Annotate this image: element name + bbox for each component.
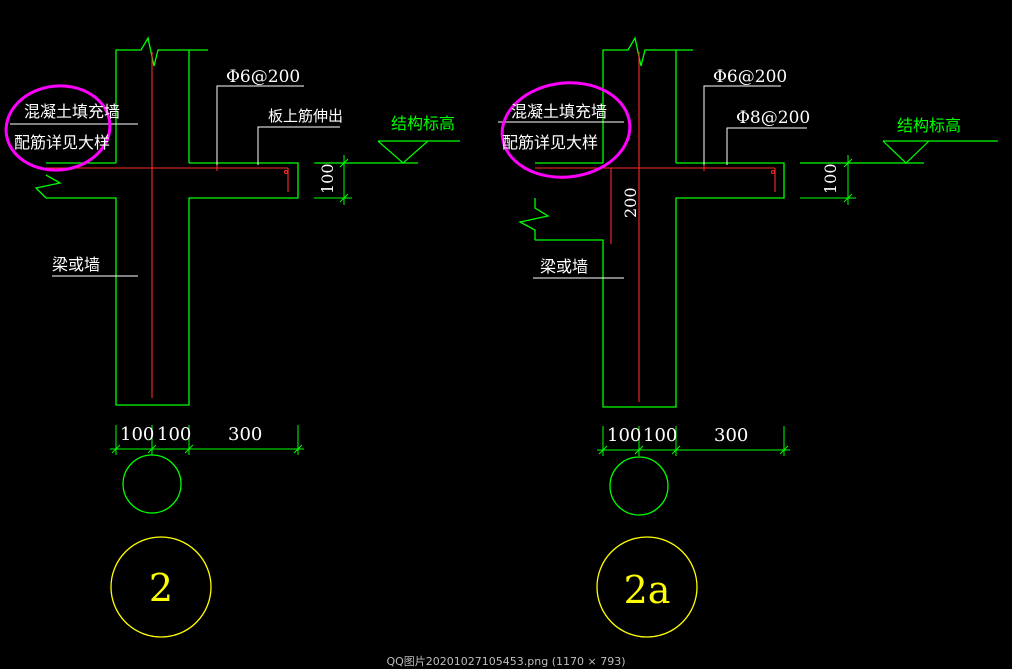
slab-thickness-label: 100 [821,163,840,194]
upper-wall-break [602,36,693,163]
dim-tick-top [843,158,853,168]
detail-2a-dim-labels: 100 100 300 [607,425,748,446]
detail-2-rebar [40,52,289,398]
dim-label-2: 100 [643,425,677,446]
beam-wall-label: 梁或墙 [540,257,588,276]
rebar-top-label: Φ6@200 [713,67,787,87]
rebar-top-label: Φ6@200 [226,67,300,87]
detail-2a-rebar [535,52,776,402]
detail-2a-text: 混凝土填充墙 配筋详见大样 Φ6@200 Φ8@200 梁或墙 [502,67,810,276]
rebar-second-leader [726,127,807,165]
axis-circle [122,454,182,514]
left-break-mark [34,174,62,199]
slab-and-lower-wall [535,162,785,408]
slab-and-lower-wall [46,162,299,406]
detail-2: 混凝土填充墙 配筋详见大样 Φ6@200 板上筋伸出 梁或墙 结构标高 100 … [4,36,460,638]
callout-label: 2a [624,568,671,612]
dim-tick-4 [779,445,789,455]
dim-label-2: 100 [157,424,191,445]
dim-tick-3 [671,445,681,455]
detail-2-leaders [10,85,340,277]
elevation-label: 结构标高 [897,116,961,135]
dim-tick-bottom [339,193,349,203]
beam-wall-label: 梁或墙 [52,255,100,274]
detail-2-dim-labels: 100 100 300 [120,424,262,445]
detail-2-bottom-dim [110,425,304,455]
detail-2-outline [34,36,299,406]
rebar-second-label: Φ8@200 [736,108,810,128]
detail-2a-leaders [498,85,807,279]
callout-circle [110,536,212,638]
detail-2a-outline [518,36,785,408]
markup-ellipse [500,81,632,179]
dim-label-1: 100 [607,425,641,446]
markup-ellipse [4,84,112,172]
callout-circle [596,536,698,638]
rebar-dot [283,169,289,175]
slab-rebar-note: 板上筋伸出 [268,107,343,125]
dim-tick-2 [634,445,644,455]
dim-tick-top [339,158,349,168]
callout-label: 2 [149,566,173,610]
detail-2-text: 混凝土填充墙 配筋详见大样 Φ6@200 板上筋伸出 梁或墙 [14,67,343,274]
axis-circle [609,456,669,516]
detail-2a: 混凝土填充墙 配筋详见大样 Φ6@200 Φ8@200 梁或墙 结构标高 100… [498,36,998,638]
slab-note-leader [257,126,340,165]
fill-wall-note-line2: 配筋详见大样 [14,133,110,152]
dim-label-3: 300 [714,425,748,446]
rebar-top-leader [216,85,304,165]
elevation-label: 结构标高 [391,114,455,133]
detail-2a-bottom-dim [597,426,790,456]
fill-wall-note-line1: 混凝土填充墙 [511,102,607,121]
slab-thickness-label: 100 [318,163,337,194]
dim-tick-1 [111,444,121,454]
dim-tick-4 [293,444,303,454]
fill-wall-note-line1: 混凝土填充墙 [24,102,120,121]
image-caption: QQ图片20201027105453.png (1170 × 793) [386,655,626,668]
dim-tick-2 [147,444,157,454]
dim-label-3: 300 [228,424,262,445]
dim-tick-1 [598,445,608,455]
fill-wall-note-line2: 配筋详见大样 [502,133,598,152]
left-break-mark [518,198,550,240]
detail-2-thickness-dim [314,155,352,205]
dim-tick-3 [184,444,194,454]
dim-tick-bottom [843,193,853,203]
rebar-dot [770,169,776,175]
dim-label-1: 100 [120,424,154,445]
rebar-top-leader [703,85,781,165]
detail-2a-thickness-dim [800,155,856,205]
upper-wall-break [115,36,208,163]
drop-depth-label: 200 [621,187,640,218]
